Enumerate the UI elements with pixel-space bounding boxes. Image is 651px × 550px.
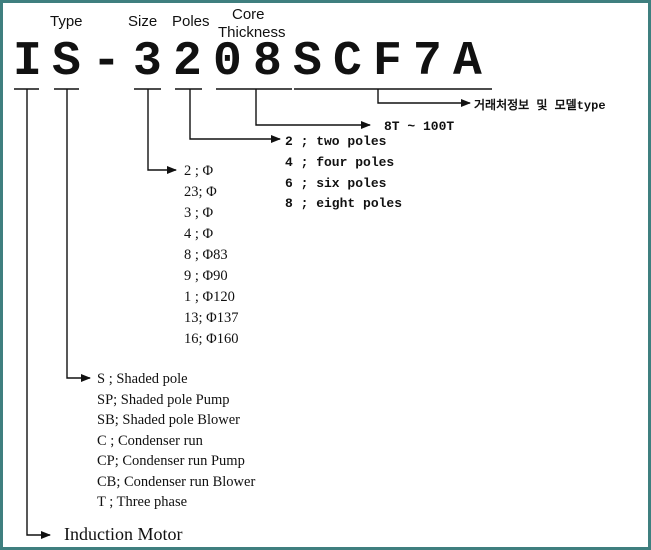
code-char-3: - [92, 35, 121, 89]
size-item-8: 13; Φ137 [184, 310, 239, 326]
arrow-type [66, 89, 91, 382]
code-char-10: F [373, 35, 402, 89]
type-item-5: CP; Condenser run Pump [97, 453, 245, 469]
size-item-6: 9 ; Φ90 [184, 268, 228, 284]
size-item-5: 8 ; Φ83 [184, 247, 228, 263]
code-char-4: 3 [133, 35, 162, 89]
induction-motor-label: Induction Motor [64, 524, 183, 544]
type-item-6: CB; Condenser run Blower [97, 474, 256, 490]
size-item-9: 16; Φ160 [184, 331, 239, 347]
code-char-5: 2 [173, 35, 202, 89]
arrow-model-info [377, 89, 471, 107]
code-char-1: I [13, 35, 42, 89]
type-item-1: S ; Shaded pole [97, 371, 188, 387]
size-item-4: 4 ; Φ [184, 226, 214, 242]
header-poles: Poles [172, 13, 210, 30]
type-item-7: T ; Three phase [97, 494, 188, 510]
header-thickness: Thickness [218, 24, 286, 41]
code-char-2: S [52, 35, 81, 89]
code-char-8: S [293, 35, 322, 89]
code-char-6: 0 [213, 35, 242, 89]
size-item-3: 3 ; Φ [184, 205, 214, 221]
arrow-induction [26, 89, 51, 539]
poles-item-2: 4 ; four poles [285, 155, 395, 170]
code-char-7: 8 [253, 35, 282, 89]
header-type: Type [50, 13, 83, 30]
header-core: Core [232, 6, 265, 23]
size-item-2: 23; Φ [184, 184, 217, 200]
type-item-2: SP; Shaded pole Pump [97, 392, 230, 408]
poles-item-4: 8 ; eight poles [285, 196, 403, 211]
header-size: Size [128, 13, 158, 30]
code-char-9: C [333, 35, 362, 89]
poles-item-3: 6 ; six poles [285, 176, 387, 191]
arrow-core [255, 89, 371, 129]
type-item-3: SB; Shaded pole Blower [97, 412, 240, 428]
arrow-poles [189, 89, 281, 143]
type-item-4: C ; Condenser run [97, 433, 203, 449]
core-range-text: 8T ~ 100T [384, 119, 455, 134]
code-char-12: A [453, 35, 482, 89]
arrow-size [147, 89, 177, 174]
size-item-1: 2 ; Φ [184, 163, 214, 179]
model-info-text: 거래처정보 및 모델type [474, 99, 606, 113]
code-char-11: 7 [413, 35, 442, 89]
poles-item-1: 2 ; two poles [285, 134, 387, 149]
size-item-7: 1 ; Φ120 [184, 289, 235, 305]
